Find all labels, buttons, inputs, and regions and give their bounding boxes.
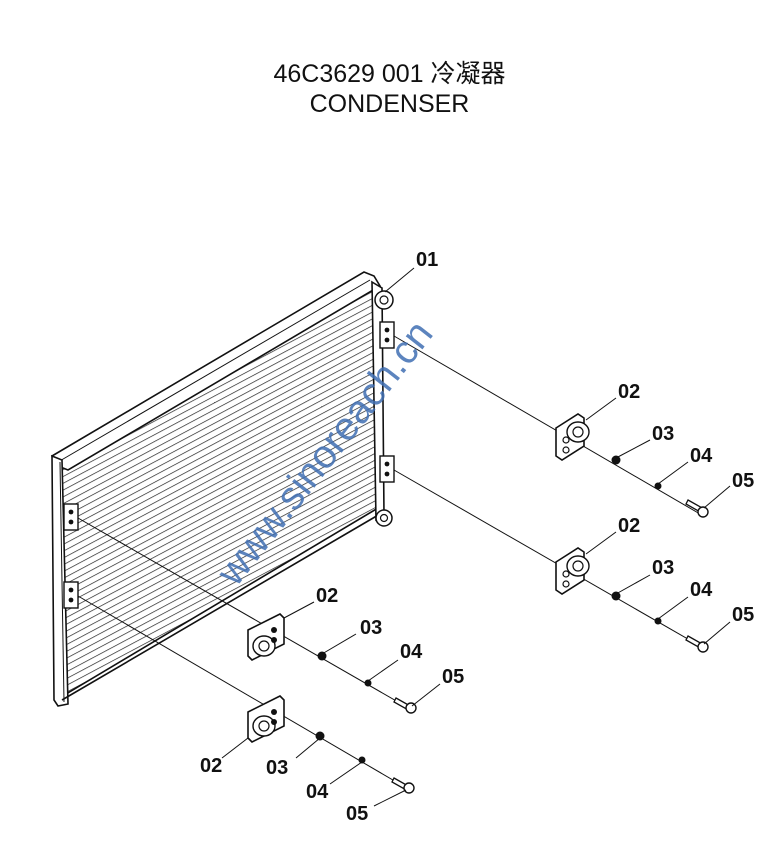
leader-lines xyxy=(221,267,731,807)
condenser-core xyxy=(50,271,385,707)
callout-05-left-lower: 05 xyxy=(346,803,368,825)
callout-03-upper-right: 03 xyxy=(652,423,674,445)
callout-02-upper-right: 02 xyxy=(618,381,640,403)
diagram-title-part-number: 46C3629 001 冷凝器 xyxy=(273,60,506,88)
callout-02-middle-right: 02 xyxy=(618,515,640,537)
pipe-fittings xyxy=(374,290,394,527)
callout-03-left-upper: 03 xyxy=(360,617,382,639)
callout-03-middle-right: 03 xyxy=(652,557,674,579)
callout-01: 01 xyxy=(416,249,438,271)
mount-tabs xyxy=(63,321,395,609)
bracket-set-left-upper xyxy=(247,613,417,714)
callout-04-upper-right: 04 xyxy=(690,445,713,467)
callout-05-upper-right: 05 xyxy=(732,470,754,492)
callout-02-left-upper: 02 xyxy=(316,585,338,607)
bracket-set-upper-right xyxy=(555,413,709,518)
callout-labels: 01 02 03 04 05 02 03 04 05 02 03 04 05 0… xyxy=(200,249,754,825)
callout-05-left-upper: 05 xyxy=(442,666,464,688)
bracket-set-middle-right xyxy=(555,547,709,653)
assembly-axis-lines xyxy=(77,335,701,791)
callout-04-left-lower: 04 xyxy=(306,781,329,803)
callout-05-middle-right: 05 xyxy=(732,604,754,626)
callout-03-left-lower: 03 xyxy=(266,757,288,779)
diagram-title-name: CONDENSER xyxy=(309,90,470,118)
callout-02-left-lower: 02 xyxy=(200,755,222,777)
callout-04-left-upper: 04 xyxy=(400,641,423,663)
callout-04-middle-right: 04 xyxy=(690,579,713,601)
